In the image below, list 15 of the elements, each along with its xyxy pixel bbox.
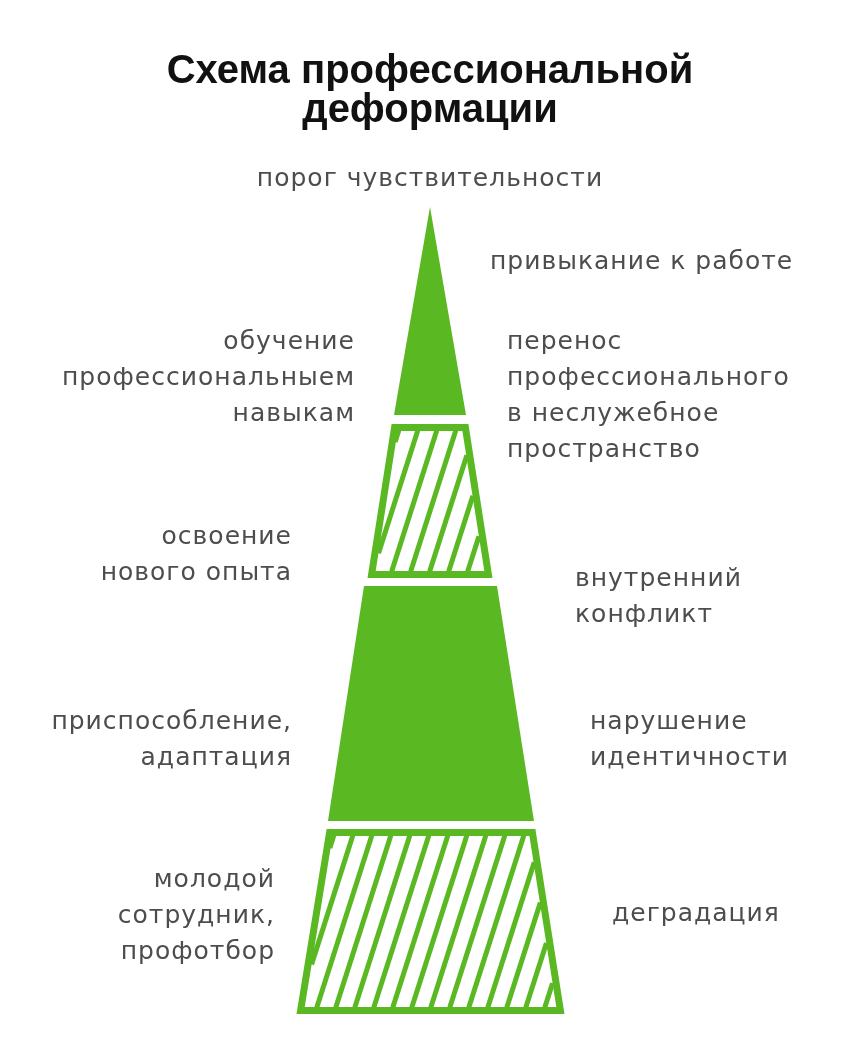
effect-label: перенос профессионального в неслужебное пространство: [507, 325, 791, 465]
effect-label: внутренний конфликт: [575, 562, 743, 630]
effect-label: нарушение идентичности: [590, 705, 791, 773]
stage-label: приспособление, адаптация: [50, 705, 292, 773]
effect-label: привыкание к работе: [490, 245, 795, 277]
hatched-pyramid-section: [296, 829, 565, 1014]
effect-label: деградация: [612, 897, 781, 929]
stage-label: обучение профессиональныем навыкам: [61, 325, 355, 429]
stage-label: молодой сотрудник, профотбор: [116, 863, 275, 967]
diagram-title: Схема профессиональной деформации: [166, 50, 694, 128]
pyramid-top-section: [394, 207, 466, 415]
hatched-pyramid-section: [367, 424, 493, 578]
stage-label: освоение нового опыта: [99, 520, 292, 588]
solid-pyramid-section: [328, 586, 534, 821]
apex-label: порог чувствительности: [256, 162, 604, 194]
